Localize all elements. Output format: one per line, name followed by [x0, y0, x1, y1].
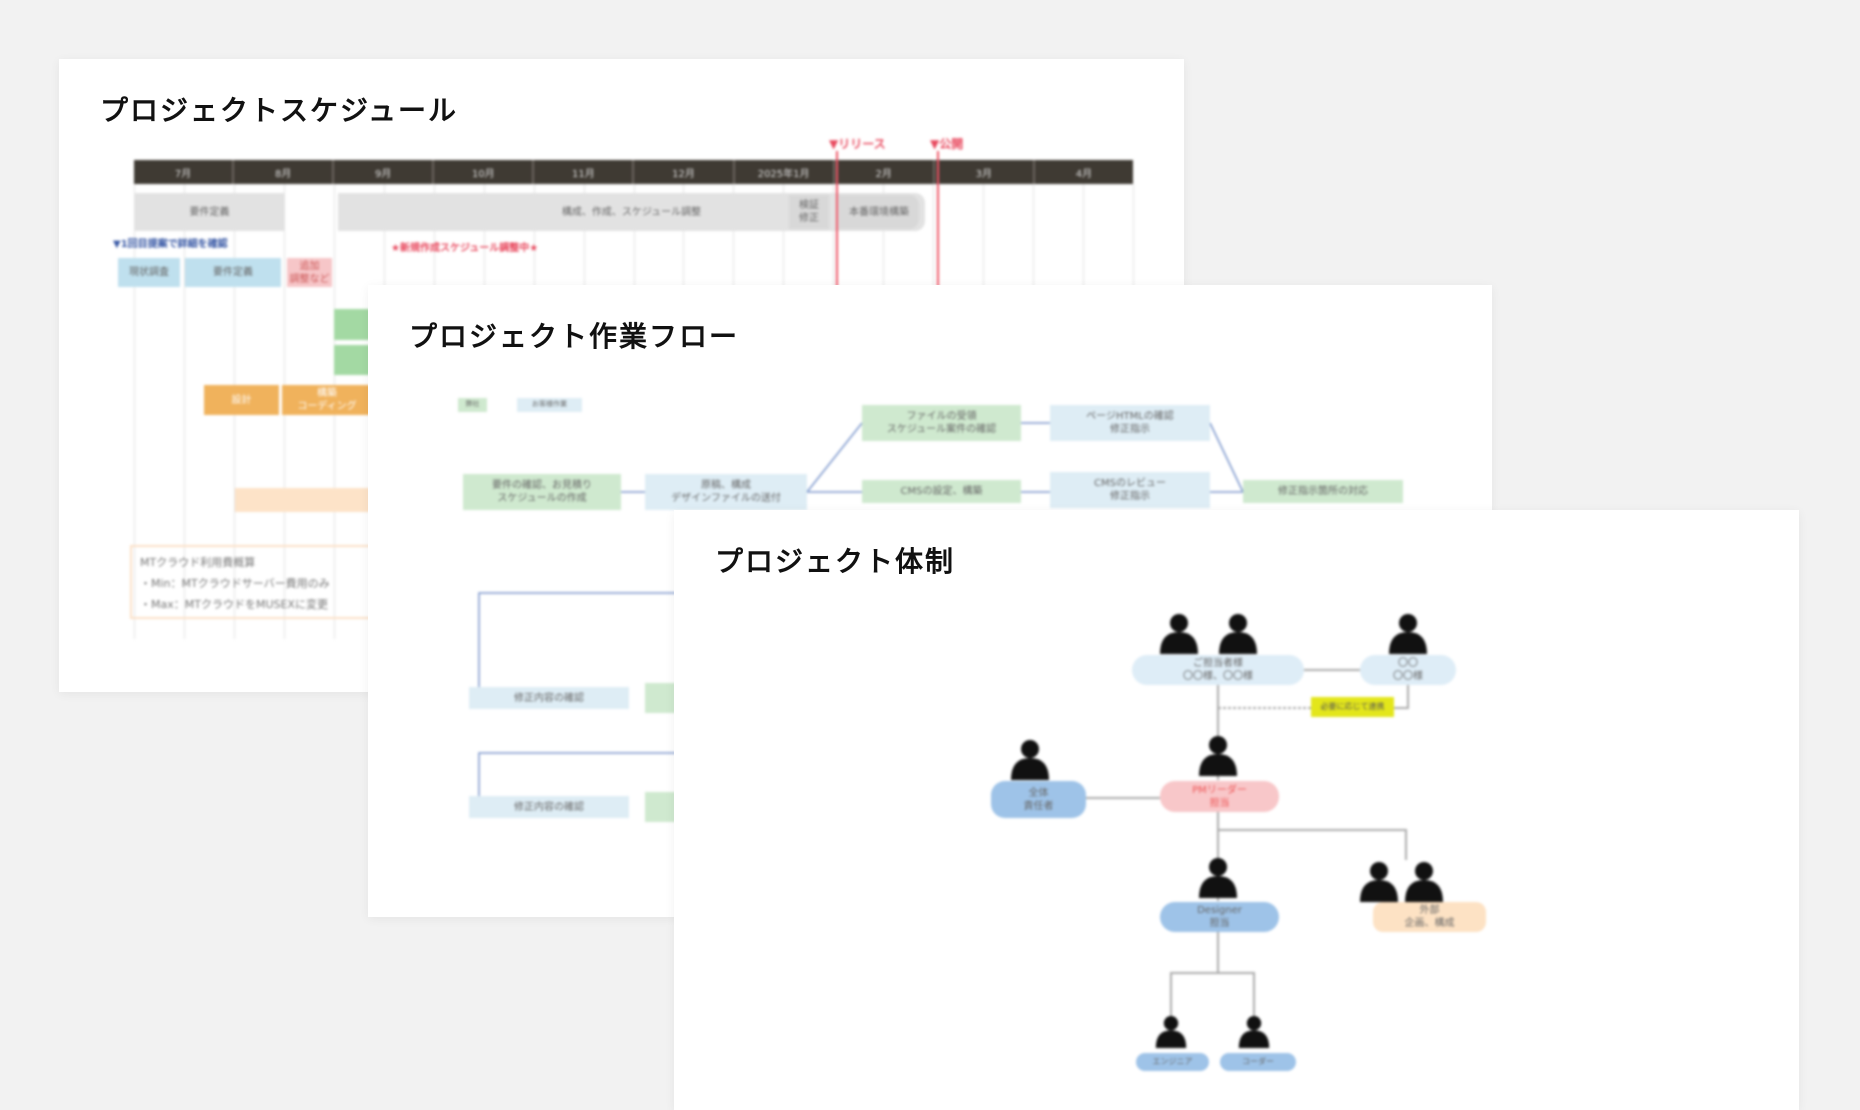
month: 2月: [835, 160, 935, 184]
month: 9月: [334, 160, 435, 184]
flow-node: 修正内容の確認: [469, 687, 629, 709]
month: 7月: [134, 160, 235, 184]
task-bar: 現状調査: [118, 258, 180, 287]
person-icon: [1360, 862, 1398, 902]
phase-bar: 要件定義: [134, 193, 285, 231]
person-icon: [1238, 1016, 1270, 1048]
flow-connectors: [478, 422, 1244, 796]
connector: [806, 422, 863, 493]
person-icon: [1405, 862, 1443, 902]
org-card: プロジェクト体制 ご担当者様 〇〇様、〇〇様 〇〇 〇〇様 必要に応じて連携 全…: [674, 510, 1799, 1110]
flow-title: プロジェクト作業フロー: [409, 320, 740, 353]
flow-node: ページHTMLの確認 修正指示: [1050, 405, 1210, 441]
month-header: 7月 8月 9月 10月 11月 12月 2025年1月 2月 3月 4月: [134, 160, 1133, 184]
release-marker: ▼リリース: [829, 137, 886, 151]
grid-line: [183, 184, 185, 639]
month: 4月: [1075, 168, 1093, 180]
task-bar: [334, 309, 374, 340]
org-node: コーダー: [1220, 1053, 1296, 1071]
person-icon: [1011, 740, 1049, 780]
task-bar: 設計: [204, 385, 279, 415]
task-bar: 要件定義: [185, 258, 281, 287]
task-bar: 構築 コーディング: [282, 385, 372, 415]
person-icon: [1219, 614, 1257, 654]
legend-client: お客様作業: [517, 398, 582, 412]
flow-node: 要件の確認、お見積り スケジュールの作成: [463, 474, 621, 510]
note-line: ・Min：MTクラウドサーバー費用のみ: [140, 576, 330, 590]
flow-node: 修正内容の確認: [469, 796, 629, 818]
month: 3月: [935, 160, 1035, 184]
month: 8月: [234, 160, 335, 184]
connector: [1394, 685, 1409, 709]
task-bar: 追加 調整など: [287, 258, 332, 287]
blue-note: ▼1回目提案で詳細を確認: [113, 239, 228, 250]
person-icon: [1199, 736, 1237, 776]
flow-node: ファイルの受領 スケジュール案件の確認: [862, 405, 1021, 441]
connector: [1218, 829, 1407, 860]
org-node: ご担当者様 〇〇様、〇〇様: [1132, 655, 1304, 685]
org-node: PMリーダー 担当: [1160, 781, 1279, 812]
person-icon: [1155, 1016, 1187, 1048]
phase-bar: 検証 修正: [789, 195, 829, 229]
org-node: Designer 担当: [1160, 902, 1279, 932]
connector: [478, 592, 698, 687]
person-icon: [1199, 858, 1237, 898]
flow-node: CMSのレビュー 修正指示: [1050, 472, 1210, 508]
grid-line: [134, 184, 135, 639]
callout-label: 必要に応じて連携: [1311, 697, 1394, 717]
note-line: MTクラウド利用費概算: [140, 556, 256, 569]
connector: [1209, 422, 1244, 493]
phase-bar: 本番環境構築: [839, 195, 919, 229]
org-title: プロジェクト体制: [715, 545, 956, 578]
month: 12月: [634, 160, 735, 184]
public-marker: ▼公開: [930, 137, 964, 151]
connector: [478, 752, 698, 796]
org-node: エンジニア: [1136, 1053, 1209, 1071]
red-note: ★新規作成スケジュール調整中★: [391, 243, 539, 254]
connector: [1170, 972, 1255, 1020]
schedule-title: プロジェクトスケジュール: [100, 94, 459, 127]
person-icon: [1389, 614, 1427, 654]
cost-note: MTクラウド利用費概算 ・Min：MTクラウドサーバー費用のみ ・Max：MTク…: [130, 545, 430, 619]
legend-ours: 弊社: [458, 398, 487, 412]
flow-node: 修正指示箇所の対応: [1243, 480, 1403, 503]
month: 11月: [534, 160, 635, 184]
org-connectors: [1011, 614, 1443, 1048]
flow-node: 原稿、構成 デザインファイルの送付: [645, 474, 807, 510]
org-node: 全体 責任者: [991, 781, 1086, 818]
task-bar: [235, 488, 375, 512]
person-icon: [1160, 614, 1198, 654]
org-node: 〇〇 〇〇様: [1360, 655, 1456, 685]
note-line: ・Max：MTクラウドをMUSEXに変更: [140, 597, 328, 611]
task-bar: [334, 345, 374, 375]
flow-node: CMSの設定、構築: [862, 480, 1021, 503]
org-node: 外部 企画、構成: [1373, 902, 1486, 932]
month: 2025年1月: [735, 160, 835, 184]
month: 10月: [434, 160, 535, 184]
